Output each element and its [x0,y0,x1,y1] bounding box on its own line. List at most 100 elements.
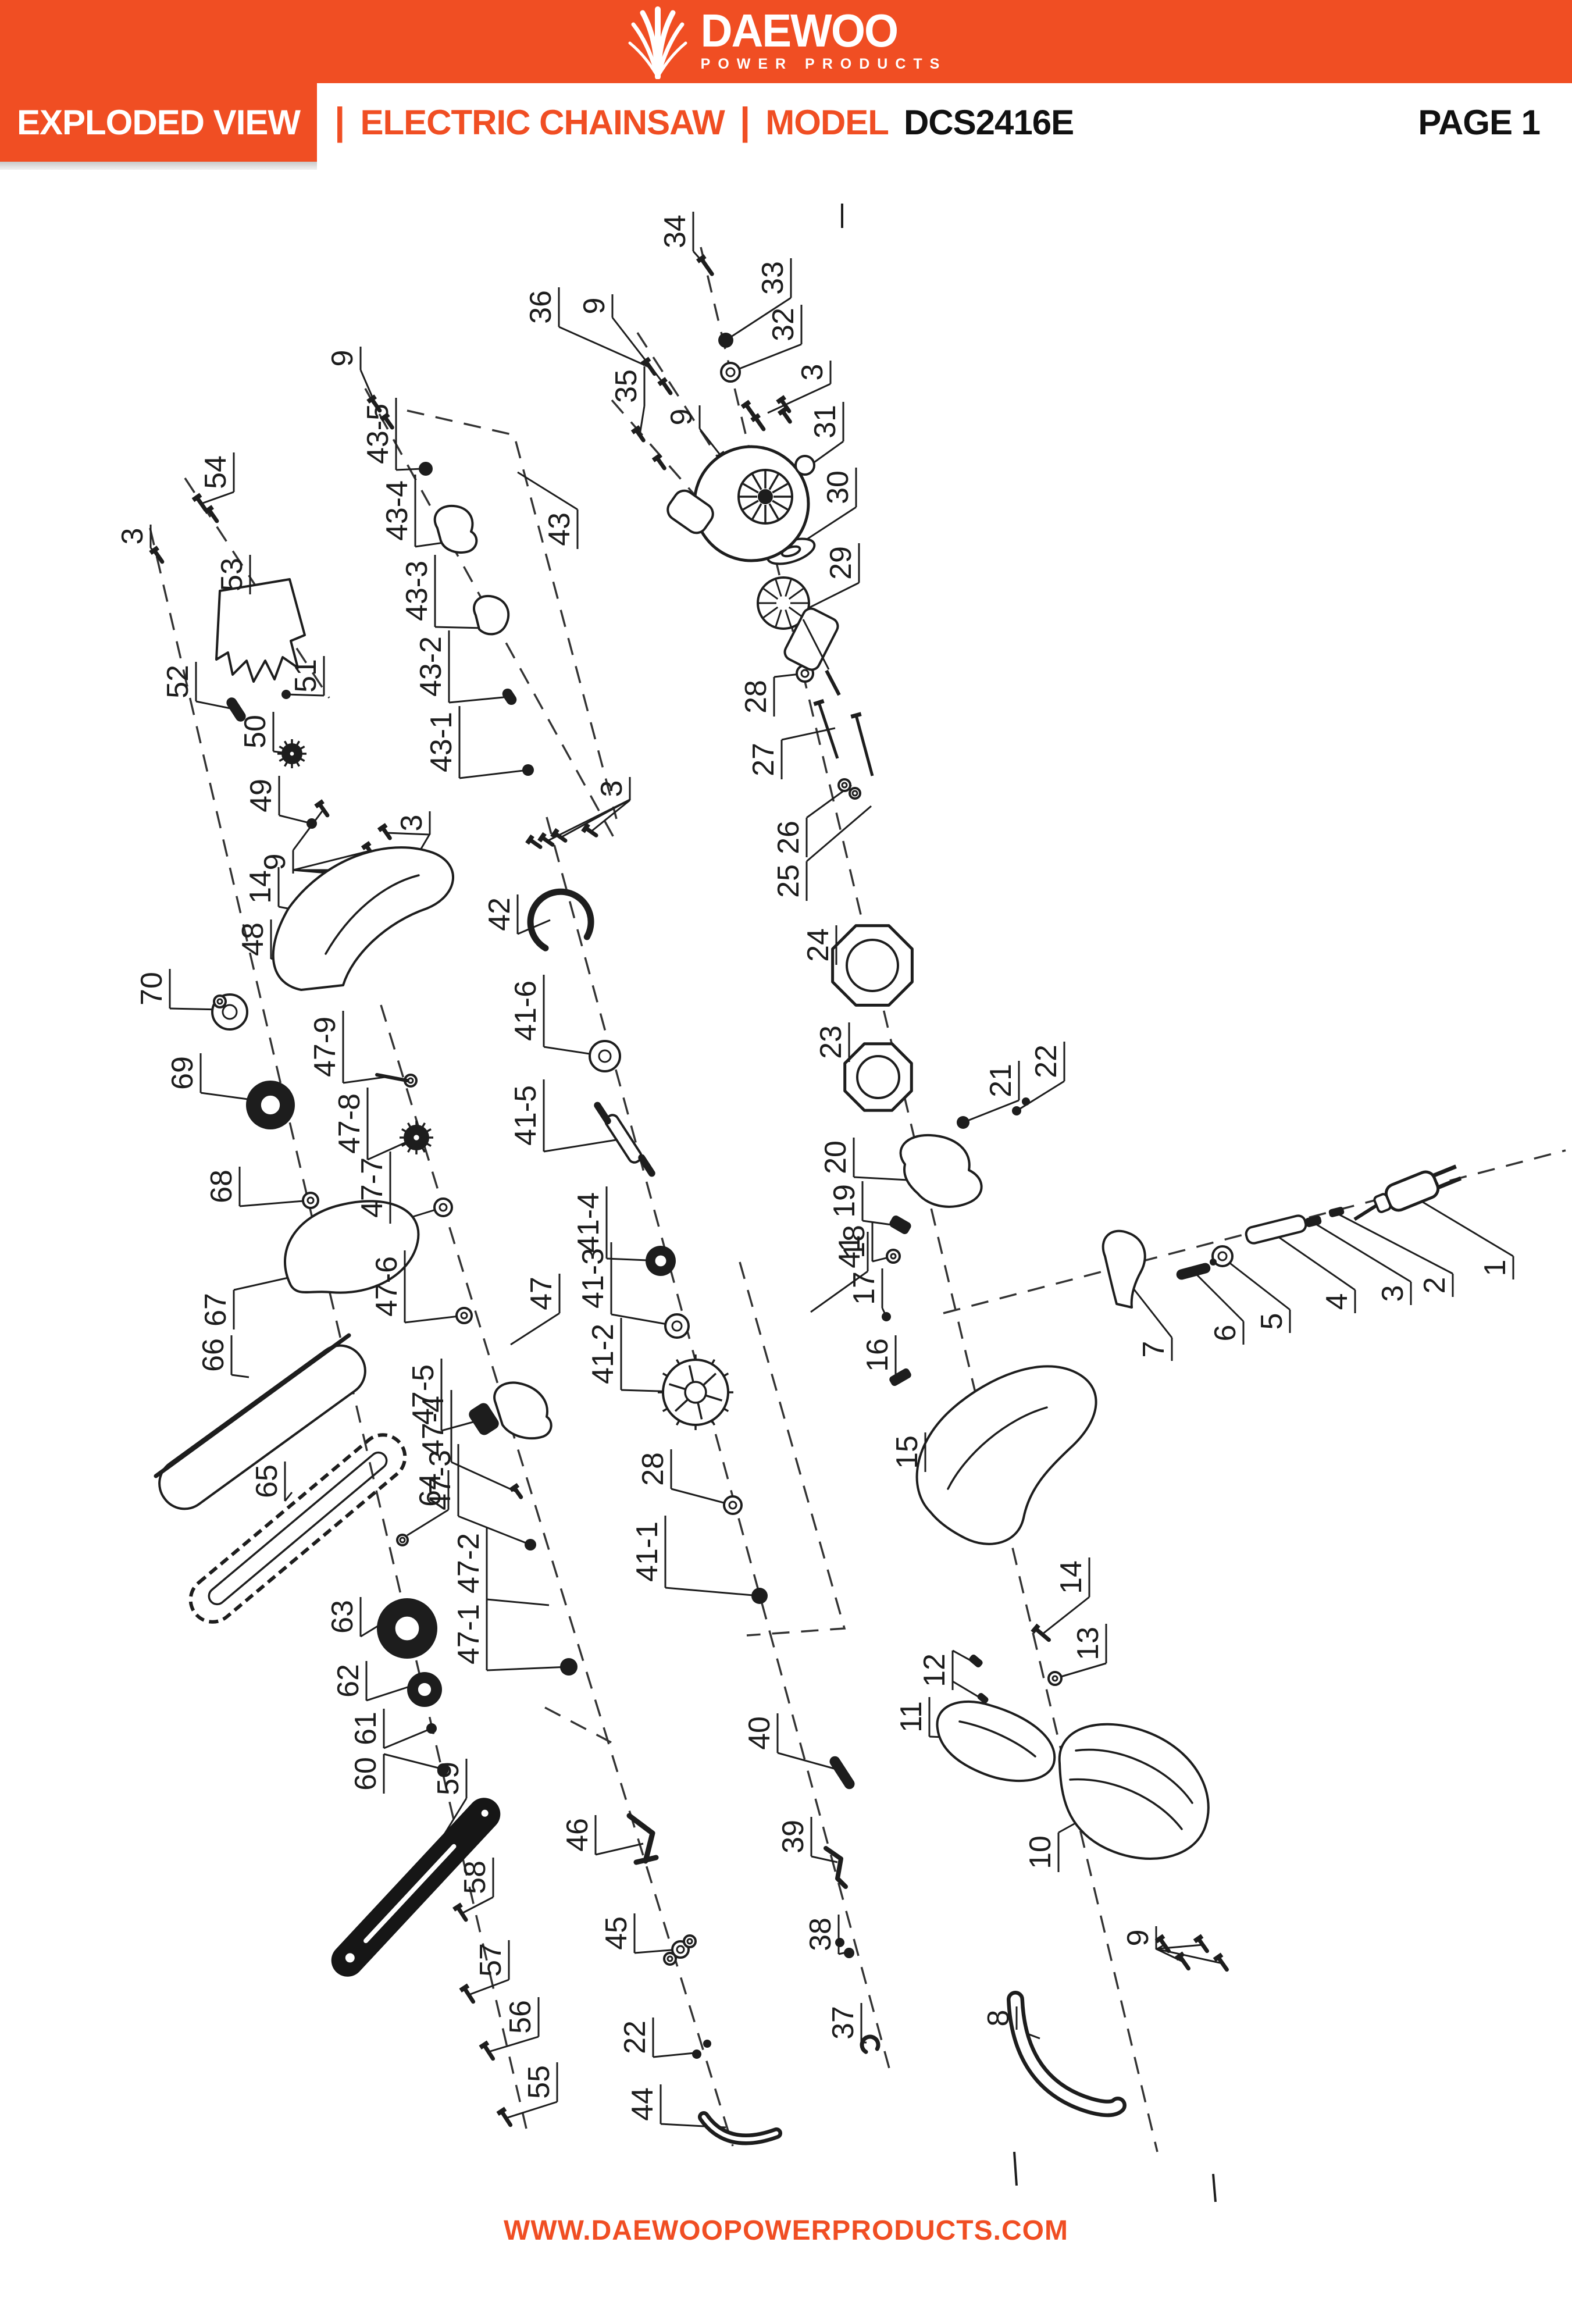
footer-url: WWW.DAEWOOPOWERPRODUCTS.COM [504,2215,1068,2246]
washer-hole [666,1955,673,1962]
brand-subtitle: POWER PRODUCTS [700,56,947,73]
part-label: 3 [395,811,431,835]
part-label: 17 [847,1268,883,1308]
part-number-19: 19 [828,1184,861,1218]
screw-part [499,2109,513,2127]
part-label: 68 [205,1167,241,1206]
view-title-box: EXPLODED VIEW [0,83,317,162]
leader-line [434,626,486,629]
part-number-70: 70 [135,972,169,1006]
part-number-42: 42 [483,897,516,931]
part-label: 12 [918,1651,954,1690]
part-label: 70 [135,969,171,1008]
washer-hole [399,1537,406,1544]
leader-line [292,809,325,851]
screw-head [777,407,788,416]
part-number-33: 33 [756,261,790,295]
part-number-12: 12 [918,1653,951,1687]
part-outline [899,1134,983,1208]
leader-line [1192,1270,1245,1323]
part-label: 47-8 [333,1088,369,1160]
part-label: 56 [504,1997,540,2037]
screw-part [462,1986,476,2004]
part-outline [154,1333,351,1478]
part-label: 64 [414,1470,450,1510]
washer-hole [728,1500,737,1510]
part-number-65: 65 [250,1464,284,1498]
part-number-39: 39 [776,1820,810,1854]
screw-head [314,799,325,809]
screw-head [1174,1951,1185,1961]
screw-head [1213,1952,1224,1962]
part-number-26: 26 [772,821,805,854]
part-number-41-3: 41-3 [576,1248,610,1309]
leader-line [239,1199,311,1207]
washer-part [886,1249,901,1264]
part-label: 21 [984,1061,1020,1100]
disc-hub [416,1681,433,1698]
part-outline [433,504,478,554]
leader-line [448,696,510,704]
part-number-43-5: 43-5 [361,404,395,464]
gear-tooth [421,1122,426,1128]
leader-line [233,1276,291,1291]
leader-line [810,1270,868,1313]
washer-part [849,787,861,800]
part-number-28: 28 [739,680,773,714]
leader-line [634,1948,679,1954]
leader-line [725,297,792,341]
part-label: 18 [837,1222,874,1261]
part-label: 51 [289,656,325,696]
motor-spoke [751,503,762,519]
part-number-41-6: 41-6 [509,981,543,1041]
power-plug-body [1384,1170,1440,1212]
part-label: 6 [1209,1321,1245,1345]
part-label: 67 [199,1290,235,1329]
screw-head [750,413,761,423]
part-number-40: 40 [743,1716,776,1750]
model-number: DCS2416E [903,103,1074,142]
part-number-21: 21 [984,1064,1018,1097]
part-outline [947,1406,1048,1490]
part-number-3: 3 [595,780,629,797]
leader-line [806,805,872,862]
part-label: 50 [238,712,275,751]
screw-head [452,1902,463,1912]
nut-part [1012,1106,1021,1115]
part-number-68: 68 [205,1170,238,1203]
component-part [604,1114,643,1164]
part-number-5: 5 [1255,1313,1289,1330]
part-number-22: 22 [1029,1045,1063,1078]
armature-fan-blade [763,588,779,600]
part-number-43-2: 43-2 [414,636,448,697]
part-label: 14 [244,867,280,907]
part-number-59: 59 [432,1762,465,1795]
header-band [0,0,1572,83]
part-label: 37 [826,2003,862,2043]
title-bar: EXPLODED VIEW | ELECTRIC CHAINSAW | MODE… [0,83,1572,170]
part-label: 69 [166,1053,202,1093]
long-screw-head [850,712,862,719]
part-label: 10 [1024,1833,1060,1872]
part-label: 45 [600,1913,636,1953]
part-number-54: 54 [199,455,233,489]
part-label: 41-3 [576,1242,612,1314]
screw-head [459,1983,470,1992]
title-box-shadow [0,162,317,170]
part-label: 20 [819,1138,855,1177]
part-number-20: 20 [819,1140,853,1174]
gear-hub [288,750,296,758]
armature-fan-blade [788,606,804,618]
page-number: PAGE 1 [1418,103,1541,142]
guide-bar-hole [345,1953,355,1963]
part-label: 19 [828,1181,864,1221]
gear-tooth [295,740,301,747]
gear-tooth [662,1407,668,1413]
screw-head [657,377,668,387]
part-label: 22 [618,2018,654,2057]
part-label: 3 [595,777,631,800]
leader-line [386,832,430,836]
leader-line [1042,1596,1090,1635]
hose-core [701,2115,779,2141]
